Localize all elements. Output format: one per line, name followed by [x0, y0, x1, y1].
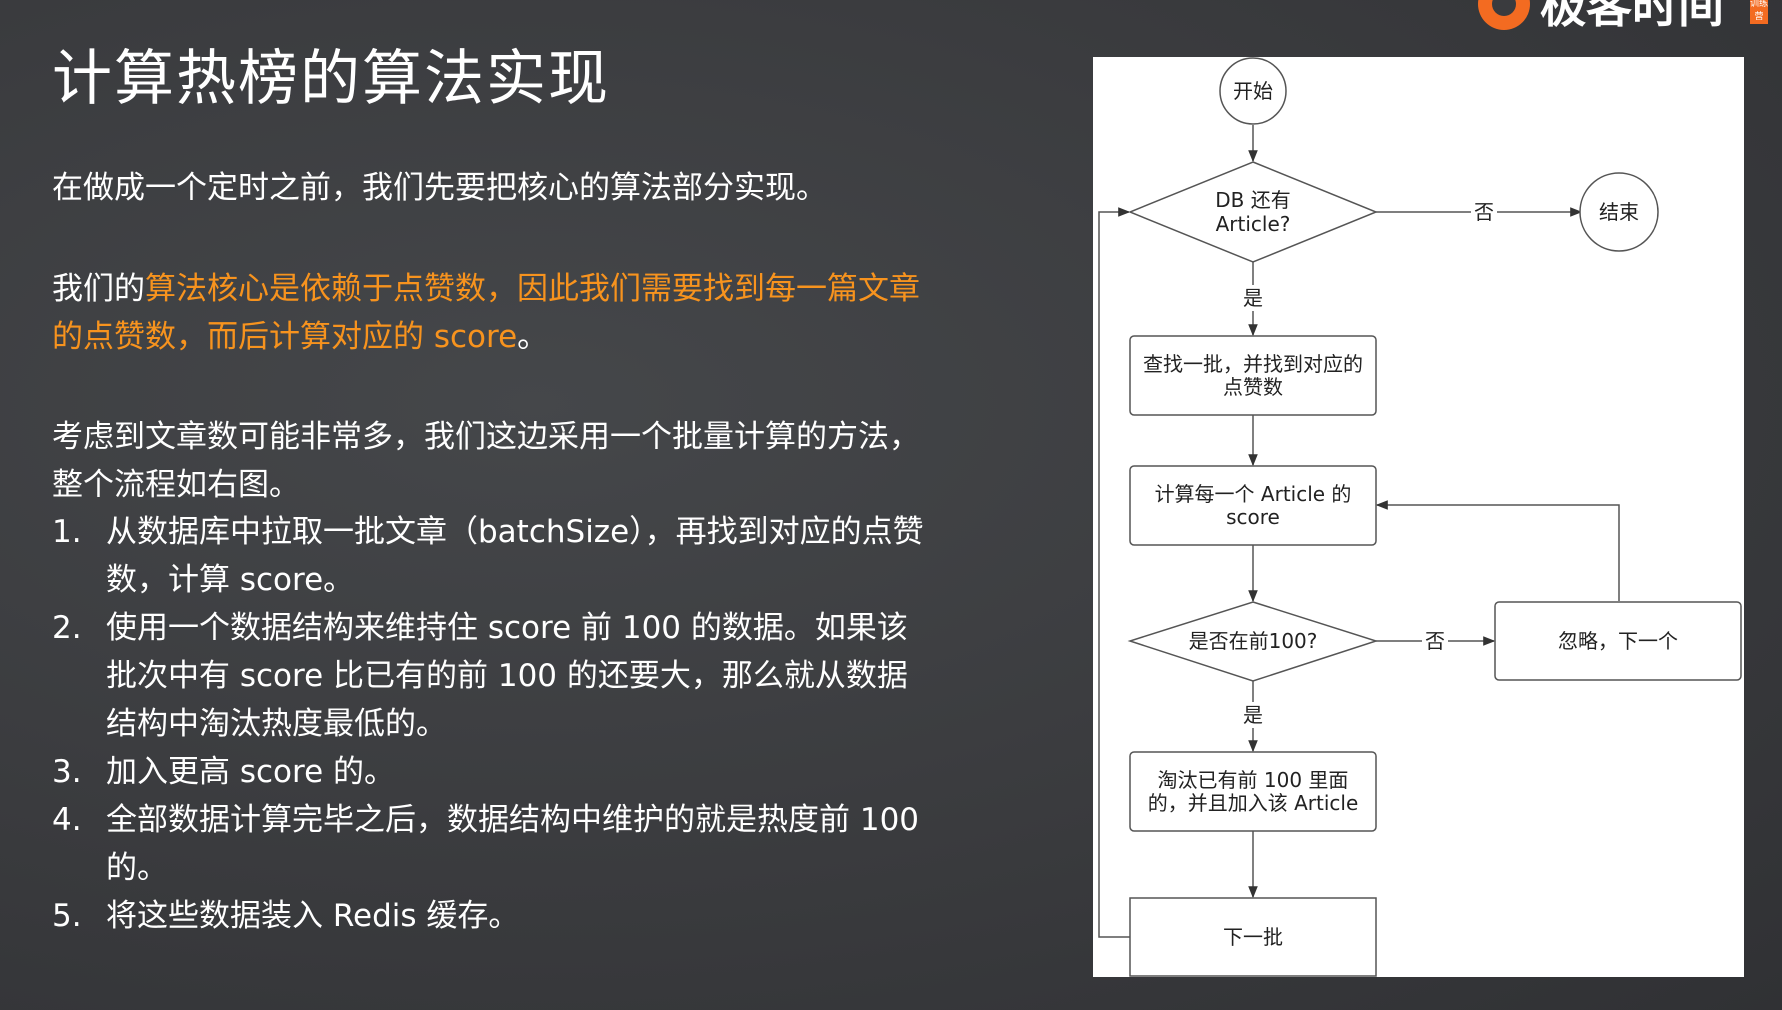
step-number: 1.	[52, 514, 82, 550]
step-number: 3.	[52, 754, 82, 790]
edge-label-no-ignore: 否	[1425, 629, 1445, 653]
step-text: 使用一个数据结构来维持住 score 前 100 的数据。如果该批次中有 sco…	[106, 610, 908, 742]
evict-add-label-line1: 淘汰已有前 100 里面	[1158, 768, 1349, 792]
start-node	[1219, 57, 1287, 125]
has-article-label-line2: Article?	[1216, 212, 1291, 236]
in-top-decision	[1127, 601, 1379, 682]
step-number: 4.	[52, 802, 82, 838]
step-text: 全部数据计算完毕之后，数据结构中维护的就是热度前 100 的。	[106, 802, 920, 886]
core-prefix: 我们的	[52, 271, 145, 307]
step-item: 5. 将这些数据装入 Redis 缓存。	[52, 892, 932, 940]
calc-score-node	[1129, 465, 1377, 546]
evict-add-node	[1129, 751, 1377, 832]
step-item: 2. 使用一个数据结构来维持住 score 前 100 的数据。如果该批次中有 s…	[52, 604, 932, 748]
geektime-logo-icon	[1478, 0, 1530, 30]
edge-label-yes-evict: 是	[1243, 703, 1263, 727]
end-label: 结束	[1599, 200, 1639, 224]
step-item: 4. 全部数据计算完毕之后，数据结构中维护的就是热度前 100 的。	[52, 796, 932, 892]
flowchart-panel: 否 是 否 是 开始 DB 还有 Article? 结束 查找一批，并找到对应的…	[1093, 57, 1744, 977]
end-node	[1579, 172, 1659, 252]
next-batch-node	[1129, 897, 1377, 977]
edge-label-no-end: 否	[1474, 200, 1494, 224]
evict-add-label-line2: 的，并且加入该 Article	[1148, 791, 1359, 815]
edge-label-yes-fetch: 是	[1243, 286, 1263, 310]
calc-score-label-line2: score	[1226, 505, 1280, 529]
start-label: 开始	[1233, 79, 1273, 103]
in-top-label: 是否在前100?	[1189, 629, 1318, 653]
step-text: 将这些数据装入 Redis 缓存。	[106, 898, 520, 934]
step-text: 加入更高 score 的。	[106, 754, 396, 790]
logo-badge: 训练营	[1750, 0, 1769, 24]
consider-paragraph: 考虑到文章数可能非常多，我们这边采用一个批量计算的方法，整个流程如右图。	[52, 419, 920, 503]
fetch-batch-node	[1129, 335, 1377, 416]
step-number: 2.	[52, 610, 82, 646]
core-suffix: 。	[517, 319, 549, 355]
has-article-decision	[1128, 161, 1378, 263]
ignore-next-label: 忽略，下一个	[1558, 629, 1678, 653]
edge-next-to-check	[1098, 207, 1131, 938]
flowchart-svg: 否 是 否 是 开始 DB 还有 Article? 结束 查找一批，并找到对应的…	[1098, 57, 1742, 977]
has-article-label-line1: DB 还有	[1215, 188, 1290, 212]
fetch-batch-label-line1: 查找一批，并找到对应的	[1143, 352, 1363, 376]
calc-score-label-line1: 计算每一个 Article 的	[1155, 482, 1352, 506]
ignore-next-node	[1494, 601, 1742, 681]
geektime-logo: 极客时间 训练营	[1478, 0, 1769, 33]
step-item: 1. 从数据库中拉取一批文章（batchSize），再找到对应的点赞数，计算 sc…	[52, 508, 932, 604]
core-paragraph: 我们的算法核心是依赖于点赞数，因此我们需要找到每一篇文章的点赞数，而后计算对应的…	[52, 265, 932, 361]
core-highlight: 算法核心是依赖于点赞数，因此我们需要找到每一篇文章的点赞数，而后计算对应的 sc…	[52, 271, 920, 355]
next-batch-label: 下一批	[1223, 925, 1283, 949]
fetch-batch-label-line2: 点赞数	[1223, 375, 1283, 399]
logo-text: 极客时间	[1540, 0, 1724, 33]
step-text: 从数据库中拉取一批文章（batchSize），再找到对应的点赞数，计算 scor…	[106, 514, 924, 598]
slide-title: 计算热榜的算法实现	[52, 44, 610, 114]
intro-paragraph: 在做成一个定时之前，我们先要把核心的算法部分实现。	[52, 170, 827, 206]
step-number: 5.	[52, 898, 82, 934]
steps-list: 1. 从数据库中拉取一批文章（batchSize），再找到对应的点赞数，计算 sc…	[52, 508, 932, 940]
step-item: 3. 加入更高 score 的。	[52, 748, 932, 796]
edge-ignore-to-calc	[1375, 500, 1620, 601]
